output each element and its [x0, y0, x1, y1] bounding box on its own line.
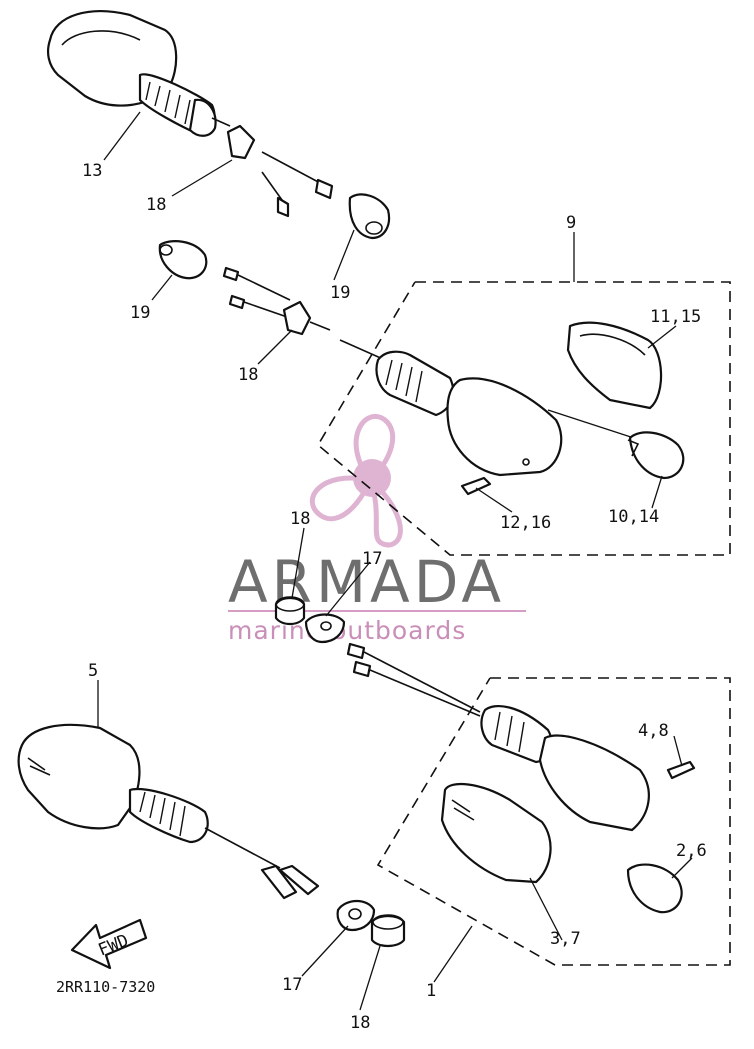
callout-2-6: 2,6	[676, 841, 707, 861]
callout-18c: 18	[290, 509, 310, 529]
callout-10-14: 10,14	[608, 507, 659, 527]
callout-3-7: 3,7	[550, 929, 581, 949]
drawing-code: 2RR110-7320	[56, 978, 155, 996]
turn-signal-assembly-right-bottom	[346, 642, 731, 966]
callout-9: 9	[566, 213, 576, 233]
callout-17b: 17	[282, 975, 302, 995]
watermark-tagline: marine outboards	[228, 616, 466, 645]
grommet-18d	[370, 914, 406, 948]
callout-12-16: 12,16	[500, 513, 551, 533]
leader-lines	[97, 111, 693, 1011]
watermark-brand: ARMADA	[228, 548, 505, 616]
callout-13: 13	[82, 161, 102, 181]
callout-18d: 18	[350, 1013, 370, 1033]
callout-19b: 19	[130, 303, 150, 323]
bulb-socket-cover-19a	[348, 193, 391, 240]
propeller-logo-icon	[309, 414, 403, 548]
callout-19a: 19	[330, 283, 350, 303]
turn-signal-assembly-right-top	[222, 266, 731, 556]
watermark: ARMADA marine outboards	[228, 414, 526, 645]
callout-5: 5	[88, 661, 98, 681]
bulb-socket-cover-19b	[158, 240, 208, 280]
callout-11-15: 11,15	[650, 307, 701, 327]
callout-1: 1	[426, 981, 436, 1001]
fwd-arrow-icon: FWD	[70, 918, 148, 970]
callout-18a: 18	[146, 195, 166, 215]
turn-signal-assembly-bottom-left	[17, 723, 320, 900]
callout-17a: 17	[362, 549, 382, 569]
callout-4-8: 4,8	[638, 721, 669, 741]
callout-labels: 13 18 19 19 9 11,15 18 10,14 12,16 18 17…	[56, 161, 707, 1033]
grommet-18c	[274, 596, 306, 626]
turn-signal-assembly-top-left	[47, 10, 334, 218]
damper-17b	[336, 899, 376, 932]
callout-18b: 18	[238, 365, 258, 385]
damper-17a	[304, 613, 346, 644]
